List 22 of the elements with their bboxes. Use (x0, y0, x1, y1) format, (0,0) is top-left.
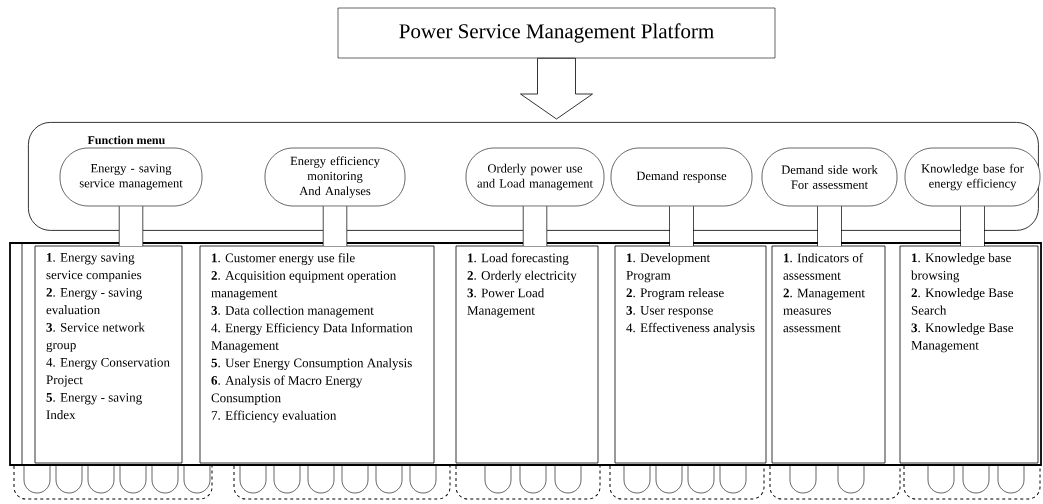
connector-stem (322, 206, 348, 246)
connector-stem (960, 206, 985, 246)
list-box: 1. Development Program 2. Program release 3. User response 4. Effectiveness analysis (614, 245, 767, 464)
connector-stem (817, 206, 842, 246)
list-box: 1. Knowledge base browsing 2. Knowledge Base Search 3. Knowledge Base Management (899, 245, 1039, 464)
menu-item-pill: Demand side work For assessment (761, 147, 898, 207)
list-box: 1. Indicators of assessment 2. Management measures assessment (771, 245, 886, 464)
menu-item-pill: Knowledge base for energy efficiency (904, 147, 1041, 207)
list-box: 1. Energy saving service companies 2. Energy - saving evaluation 3. Service network group 4. Energy Conservation Project 5. Energy - saving Index (34, 245, 183, 464)
panel-heading: Function menu (87, 135, 165, 145)
connector-stem (522, 206, 548, 246)
title-box: Power Service Management Platform (337, 7, 776, 59)
menu-item-pill: Orderly power use and Load management (465, 147, 605, 207)
node-label: Knowledge base for energy efficiency (921, 163, 1024, 191)
menu-item-pill: Energy efficiency monitoring And Analyses (264, 147, 406, 207)
block-arrow (520, 57, 593, 120)
connector-stem (118, 206, 144, 246)
list-box: 1. Customer energy use file 2. Acquisition equipment operation management 3. Data collection management 4. Energy Efficiency Data Information Management 5. User Energy Consumption Analysis 6. Analysis of Macro Energy Consumption 7. Efficiency evaluation (199, 245, 435, 464)
list-box: 1. Load forecasting 2. Orderly electricity 3. Power Load Management (455, 245, 599, 464)
menu-item-pill: Energy - saving service management (59, 147, 203, 207)
menu-item-pill: Demand response (610, 147, 753, 207)
connector-stem (669, 206, 694, 246)
